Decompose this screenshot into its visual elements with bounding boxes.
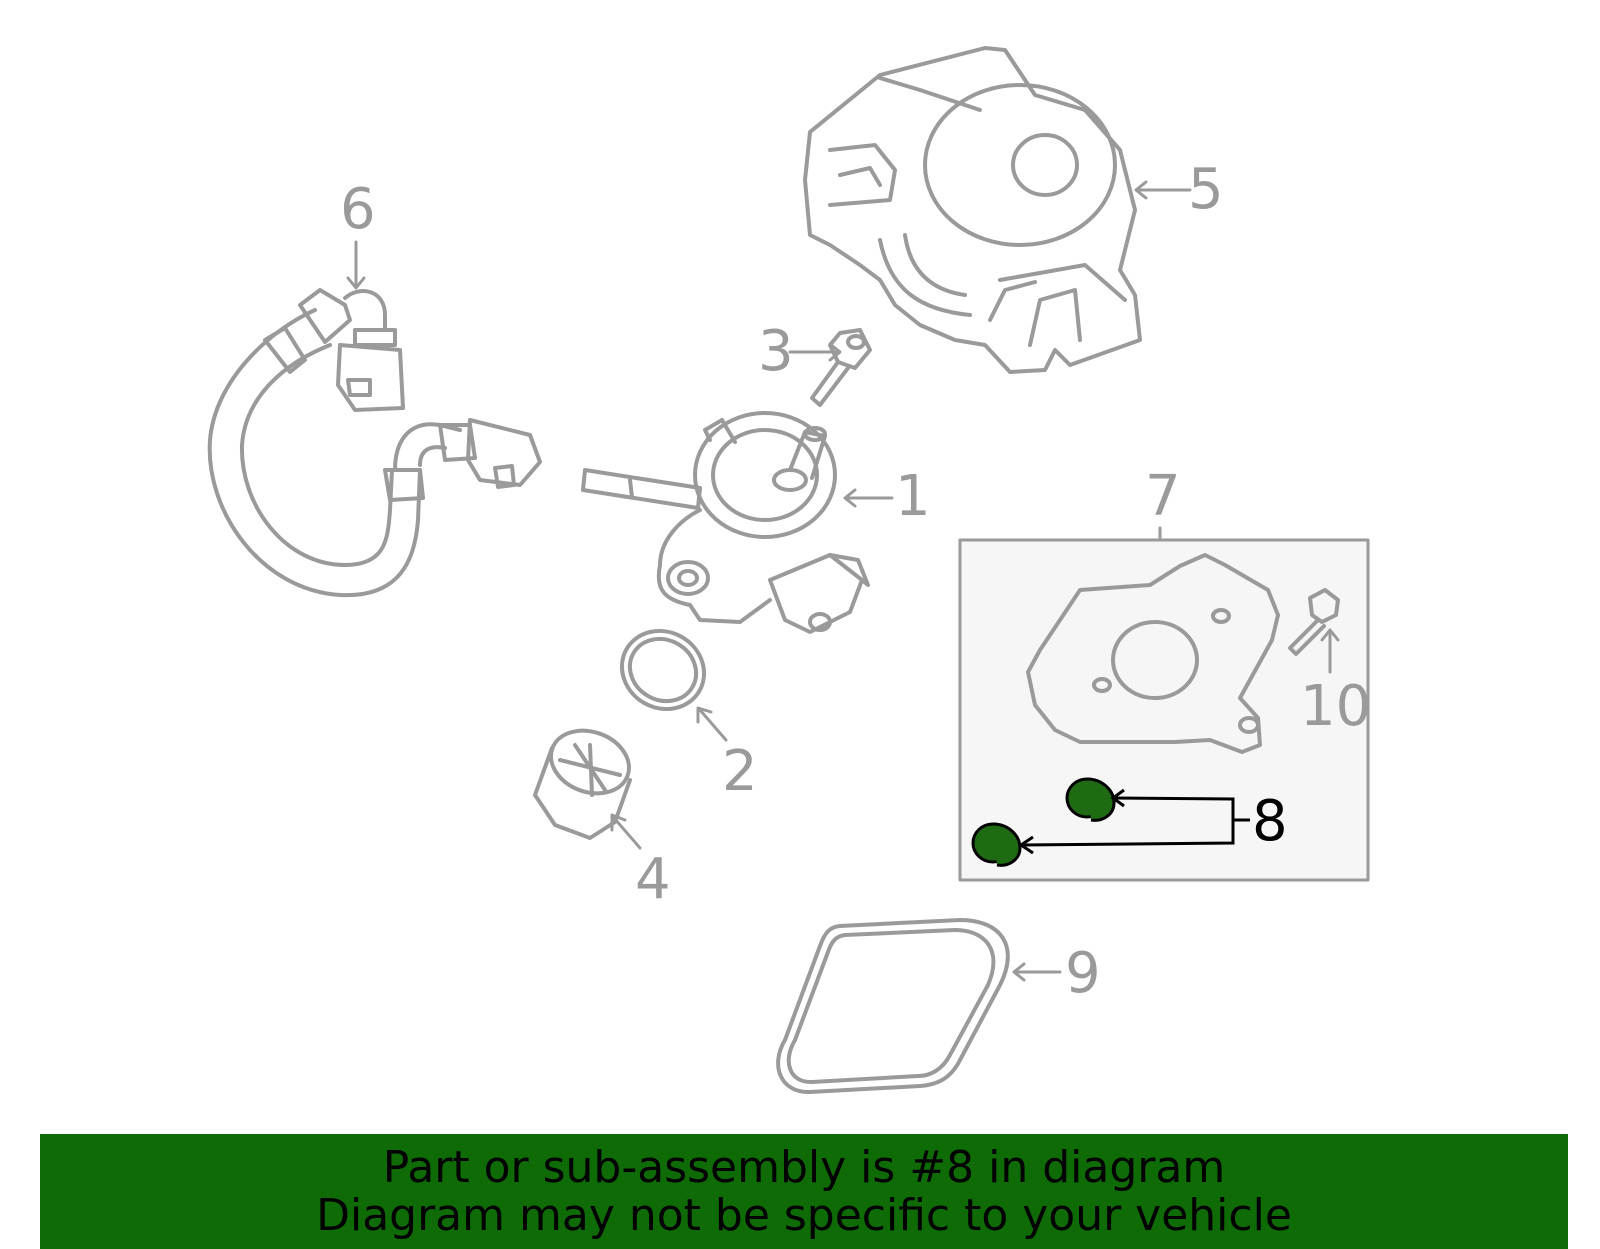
banner-line-1: Part or sub-assembly is #8 in diagram <box>382 1142 1226 1193</box>
callout-9: 9 <box>1065 941 1101 1006</box>
callout-8: 8 <box>1252 789 1288 854</box>
part-10-bolt <box>1288 588 1340 656</box>
info-banner: Part or sub-assembly is #8 in diagram Di… <box>40 1134 1568 1249</box>
part-3-bolt <box>810 328 872 407</box>
callout-1: 1 <box>895 464 931 529</box>
part-8-plugs <box>971 777 1116 867</box>
part-8-leader <box>1018 788 1250 855</box>
callout-2: 2 <box>722 739 758 804</box>
part-1-pump <box>581 411 870 634</box>
leader-lines <box>346 180 1340 982</box>
part-7-plate <box>1026 553 1280 754</box>
part-6-hose <box>207 288 542 598</box>
part-9-gasket <box>776 918 1010 1095</box>
part-5-cover <box>803 46 1142 374</box>
callout-7: 7 <box>1145 464 1181 529</box>
inset-box-part-7 <box>958 538 1370 882</box>
callout-3: 3 <box>758 319 794 384</box>
callout-4: 4 <box>635 847 671 912</box>
banner-line-2: Diagram may not be specific to your vehi… <box>316 1190 1292 1241</box>
callout-5: 5 <box>1188 157 1224 222</box>
part-4-lifter <box>533 728 632 840</box>
callout-6: 6 <box>340 177 376 242</box>
callout-10: 10 <box>1300 674 1371 739</box>
part-2-o-ring <box>619 628 707 712</box>
